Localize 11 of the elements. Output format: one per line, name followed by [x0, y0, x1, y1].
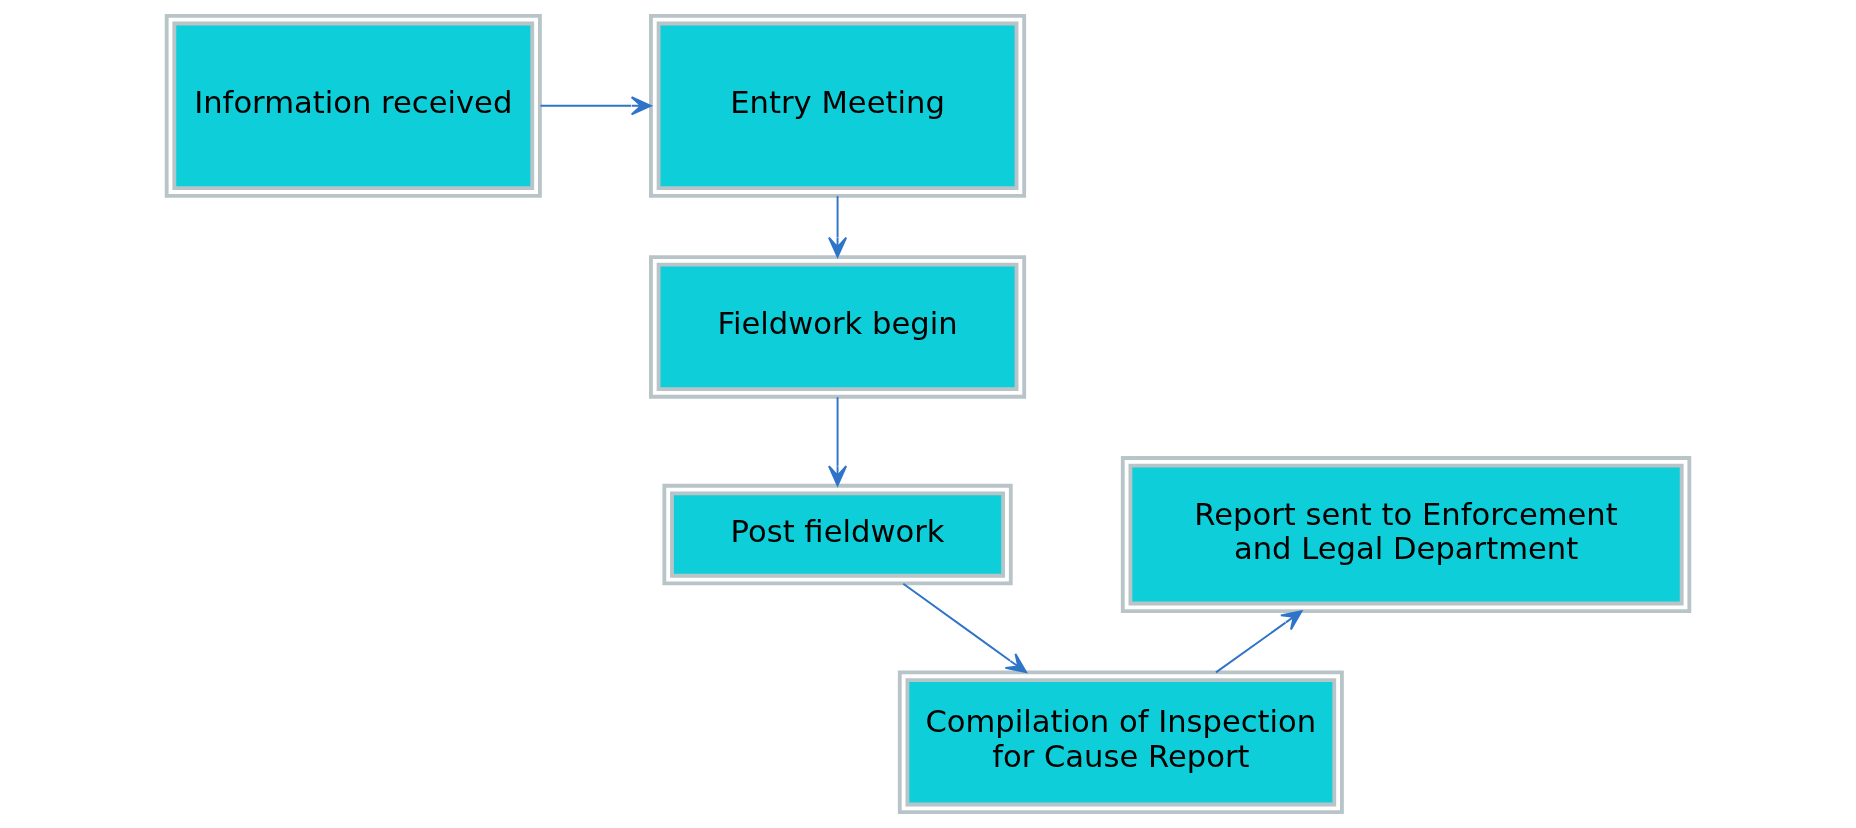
arrow: [828, 396, 848, 487]
node-box: Report sent to Enforcement and Legal Department: [1120, 456, 1692, 614]
arrow: [539, 96, 652, 116]
arrow: [828, 195, 848, 258]
node-box: Post fieldwork: [662, 483, 1013, 586]
arrow: [1215, 610, 1303, 674]
arrow: [902, 582, 1027, 674]
node-box: Entry Meeting: [649, 13, 1027, 198]
node-box: Fieldwork begin: [649, 255, 1027, 399]
node-box: Compilation of Inspection for Cause Report: [897, 670, 1344, 815]
node-box: Information received: [164, 13, 542, 198]
